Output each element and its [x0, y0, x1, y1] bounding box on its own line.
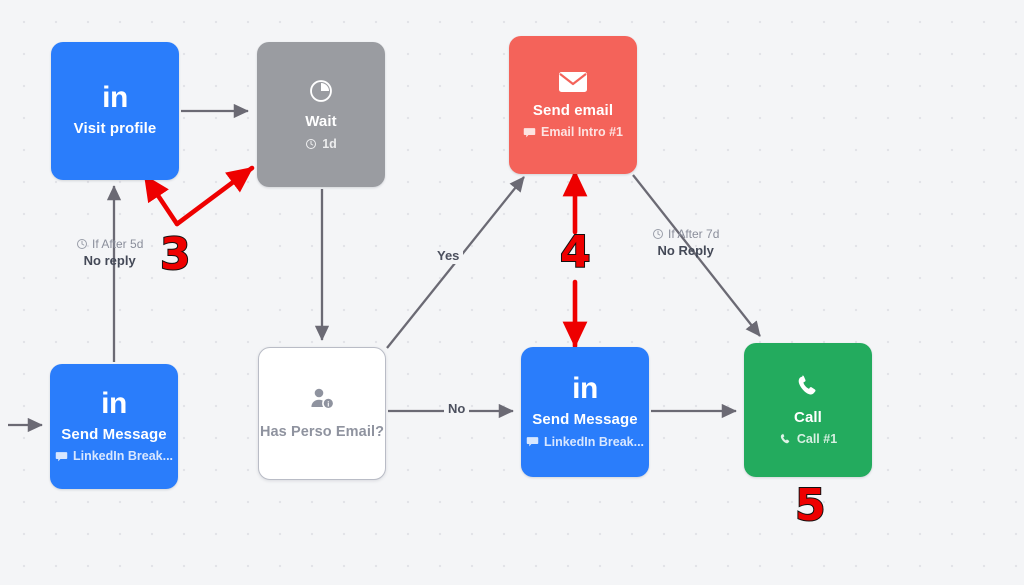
clock-icon	[653, 229, 663, 239]
node-title: Send Message	[61, 425, 167, 443]
linkedin-icon: in	[572, 372, 598, 406]
node-subtitle-row: 1d	[305, 137, 337, 151]
node-title: Call	[794, 408, 822, 426]
annotation-arrow-3-left	[142, 173, 180, 227]
edge-label-no-reply-5d: If After 5d No reply	[76, 237, 143, 268]
linkedin-icon: in	[101, 386, 127, 420]
clock-icon	[77, 239, 87, 249]
annotation-number-3: 3	[159, 229, 192, 280]
node-subtitle: LinkedIn Break...	[543, 434, 645, 449]
node-subtitle-row: LinkedIn Break...	[55, 449, 173, 463]
node-subtitle: 1d	[322, 136, 337, 151]
node-subtitle: LinkedIn Break...	[72, 449, 174, 464]
svg-text:i: i	[327, 399, 329, 408]
node-subtitle-row: Email Intro #1	[523, 125, 623, 139]
clock-icon	[306, 138, 317, 149]
node-subtitle-row: LinkedIn Break...	[526, 435, 644, 449]
message-icon	[55, 451, 68, 462]
phone-icon	[780, 433, 790, 444]
message-icon	[523, 127, 536, 138]
left-gutter	[0, 0, 8, 585]
annotation-arrow-3-right	[174, 165, 255, 227]
node-title: Wait	[305, 113, 337, 131]
node-subtitle: Call #1	[796, 432, 838, 447]
branch-label-no: No	[444, 400, 470, 417]
annotation-number-4: 4	[559, 227, 592, 278]
node-call[interactable]: Call Call #1	[744, 343, 872, 477]
node-title: Send email	[532, 101, 614, 119]
node-title: Send Message	[532, 411, 638, 429]
node-subtitle: Email Intro #1	[541, 125, 623, 140]
node-visit-profile[interactable]: in Visit profile	[51, 42, 179, 180]
right-gutter	[1018, 0, 1024, 585]
node-subtitle-row: Call #1	[779, 432, 837, 446]
person-info-icon: i	[308, 387, 336, 411]
message-icon	[526, 437, 539, 447]
clock-pie-icon	[308, 78, 334, 104]
phone-icon	[795, 374, 821, 400]
edge-label-no-reply-7d: If After 7d No Reply	[652, 227, 719, 258]
node-send-email[interactable]: Send email Email Intro #1	[509, 36, 637, 174]
node-send-message-right[interactable]: in Send Message LinkedIn Break...	[521, 347, 649, 477]
edge-label-line2: No Reply	[657, 243, 714, 258]
edge-label-line1: If After 5d	[92, 237, 144, 251]
annotation-number-5: 5	[794, 480, 827, 531]
node-send-message-left[interactable]: in Send Message LinkedIn Break...	[50, 364, 178, 489]
linkedin-icon: in	[102, 81, 128, 115]
node-wait[interactable]: Wait 1d	[257, 42, 385, 187]
node-title: Visit profile	[73, 120, 157, 138]
node-has-perso-email[interactable]: i Has Perso Email?	[258, 347, 386, 480]
edge-label-line2: No reply	[83, 253, 136, 268]
edge-label-line1: If After 7d	[668, 227, 720, 241]
node-title: Has Perso Email?	[259, 423, 385, 440]
branch-label-yes: Yes	[433, 247, 464, 264]
envelope-icon	[558, 71, 588, 93]
